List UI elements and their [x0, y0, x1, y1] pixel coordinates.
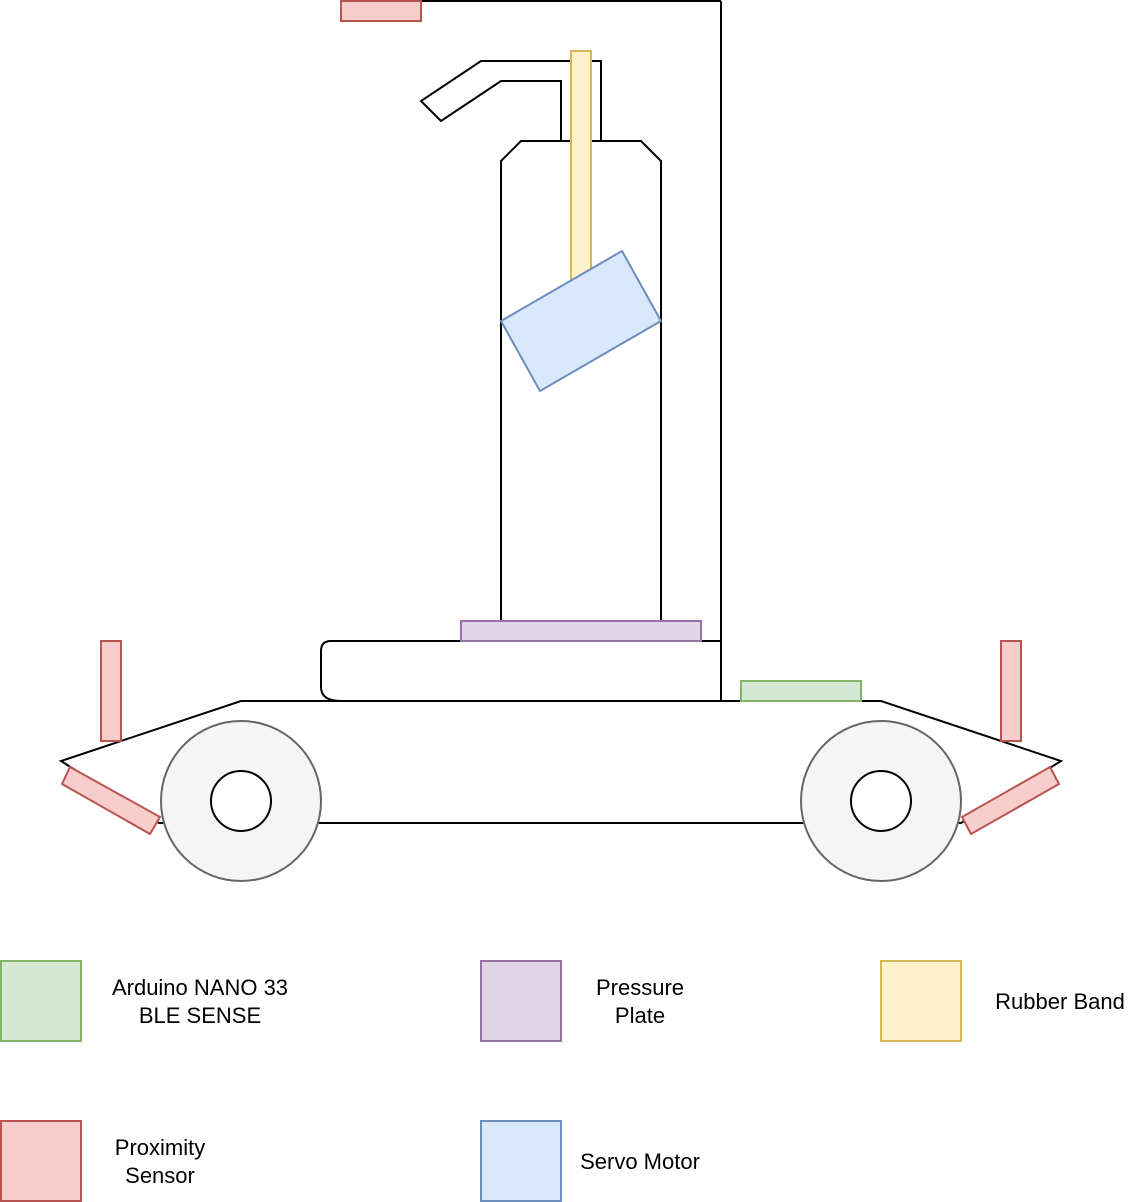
legend-item-servo: Servo Motor — [480, 1120, 700, 1202]
wheel-hub — [210, 770, 272, 832]
legend-label-proximity-line2: Sensor — [125, 1163, 195, 1188]
legend-label-rubber: Rubber Band — [995, 989, 1125, 1014]
proximity-sensor-rear-angled — [60, 765, 162, 836]
front-wheel — [800, 720, 962, 882]
legend-label-arduino-line1: Arduino NANO 33 — [112, 975, 288, 1000]
legend-label-pressure-line1: Pressure — [596, 975, 684, 1000]
wheel-hub — [850, 770, 912, 832]
legend-item-proximity: Proximity Sensor — [0, 1120, 205, 1202]
legend-swatch-servo — [480, 1120, 562, 1202]
arduino-board — [740, 680, 862, 702]
legend-label-servo: Servo Motor — [580, 1149, 700, 1174]
rubber-band — [570, 50, 592, 297]
legend-item-arduino: Arduino NANO 33 BLE SENSE — [0, 960, 288, 1042]
legend-swatch-proximity — [0, 1120, 82, 1202]
legend-item-rubber: Rubber Band — [880, 960, 1125, 1042]
mast-frame — [421, 0, 722, 701]
proximity-sensor-rear-vertical — [100, 640, 122, 742]
proximity-sensor-top — [340, 0, 422, 22]
legend-label-arduino-line2: BLE SENSE — [139, 1003, 261, 1028]
legend-label-proximity-line1: Proximity — [115, 1135, 205, 1160]
rear-wheel — [160, 720, 322, 882]
legend: Arduino NANO 33 BLE SENSE Pressure Plate… — [0, 960, 1125, 1202]
legend-item-pressure: Pressure Plate — [480, 960, 684, 1042]
legend-swatch-rubber — [880, 960, 962, 1042]
servo-motor — [499, 249, 663, 393]
proximity-sensor-front-angled — [960, 765, 1061, 836]
legend-swatch-arduino — [0, 960, 82, 1042]
legend-swatch-pressure — [480, 960, 562, 1042]
pressure-plate — [460, 620, 702, 642]
proximity-sensor-front-vertical — [1000, 640, 1022, 742]
legend-label-pressure-line2: Plate — [615, 1003, 665, 1028]
platform — [320, 640, 721, 702]
